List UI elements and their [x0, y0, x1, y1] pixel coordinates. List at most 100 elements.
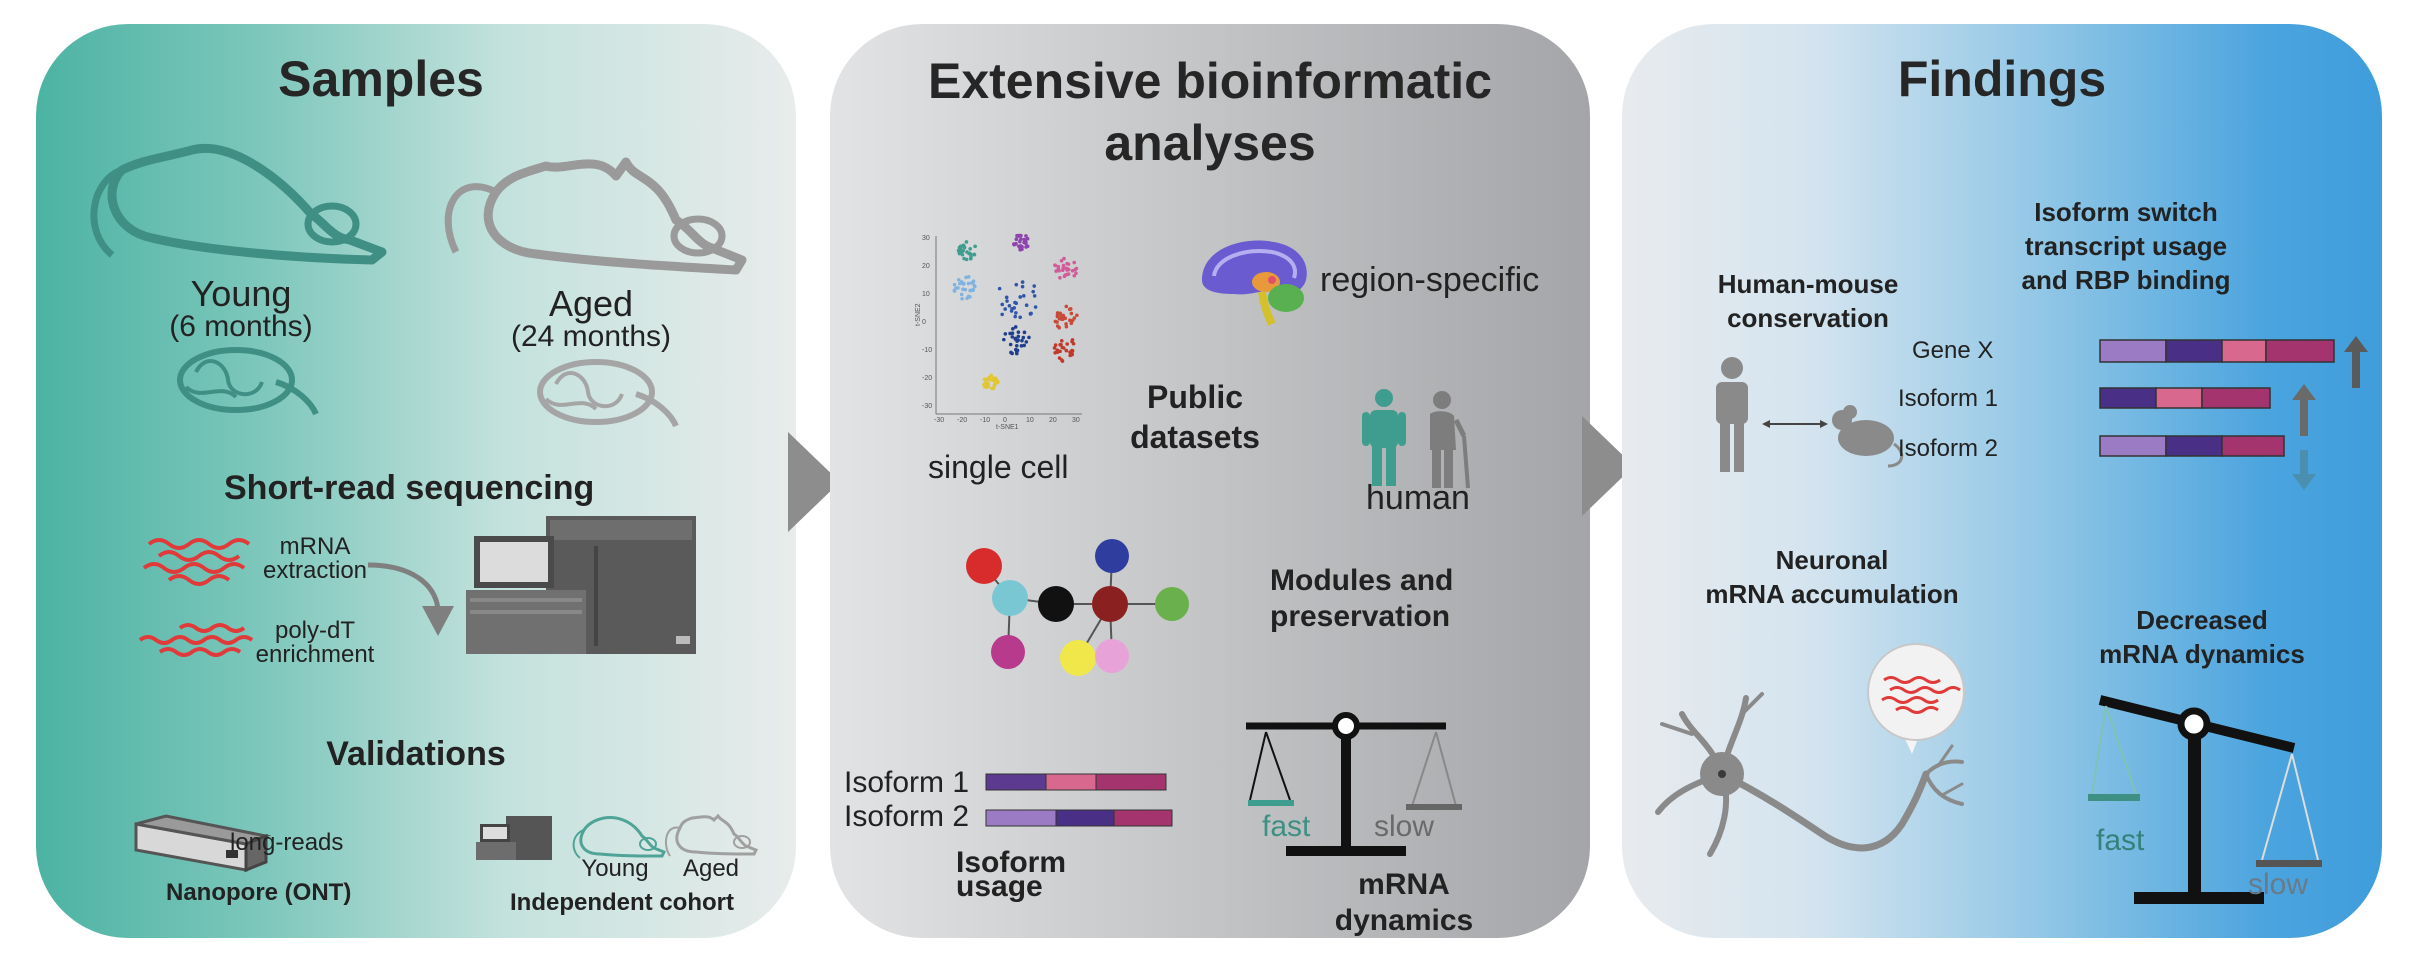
tsne-dot [1027, 335, 1031, 340]
tsne-dot [1070, 352, 1074, 357]
findings-isoform1-label: Isoform 1 [1898, 385, 1999, 412]
tsne-dot [971, 287, 976, 292]
network-icon [966, 539, 1189, 676]
curved-arrow-icon [367, 562, 454, 636]
small-sequencer-icon [476, 816, 552, 860]
tsne-dot [1008, 342, 1013, 347]
analyses-title-line2: analyses [1104, 115, 1316, 171]
tsne-dot [1064, 348, 1069, 353]
tsne-dot [1057, 356, 1062, 360]
tsne-dot [1054, 269, 1058, 273]
tsne-dot [1065, 261, 1069, 266]
balance-scale-icon [1246, 712, 1462, 856]
tsne-dot [1020, 338, 1024, 343]
aged-age-label: (24 months) [510, 320, 672, 353]
tsne-dot [996, 380, 1000, 384]
extraction-label: extraction [262, 557, 368, 584]
modules-line2: preservation [1270, 600, 1451, 633]
tsne-xtick: -30 [934, 417, 944, 424]
tsne-dot [1005, 299, 1009, 303]
person-icon [1716, 357, 1748, 472]
tsne-xtick: -10 [980, 417, 990, 424]
tsne-dot [1064, 324, 1069, 329]
mrna-label: mRNA [279, 533, 351, 560]
tsne-dot [1003, 307, 1007, 311]
tsne-dot [1017, 244, 1021, 249]
tsne-dot [1060, 268, 1065, 273]
analyses-isoform1-label: Isoform 1 [844, 766, 970, 799]
modules-line1: Modules and [1270, 564, 1454, 597]
tsne-dot [1022, 330, 1027, 335]
tsne-ytick: 10 [922, 291, 930, 298]
double-arrow-icon [1762, 420, 1828, 428]
tsne-ytick: -20 [922, 375, 932, 382]
tsne-dot [1032, 294, 1037, 298]
tsne-dot [956, 277, 961, 282]
tsne-dot [1020, 280, 1025, 284]
tsne-dot [1074, 271, 1078, 276]
tsne-dot [1061, 313, 1066, 318]
region-specific-label: region-specific [1320, 261, 1540, 299]
neuron-icon [1655, 643, 1965, 857]
up-arrow-icon-2 [2292, 384, 2316, 436]
tsne-dot [965, 296, 969, 301]
tsne-dot [956, 286, 960, 290]
tsne-ytick: 20 [922, 263, 930, 270]
conservation-line2: conservation [1727, 303, 1889, 333]
tsne-dot [962, 281, 966, 286]
neuronal-line2: mRNA accumulation [1705, 579, 1959, 609]
tsne-ytick: 0 [922, 319, 926, 326]
switch-line2: transcript usage [2024, 231, 2228, 261]
tsne-dot [1057, 316, 1062, 321]
tsne-xtick: 20 [1049, 417, 1057, 424]
tsne-dot [1073, 267, 1077, 272]
tsne-dot [1066, 272, 1071, 276]
tsne-dot [1065, 342, 1069, 346]
analyses-isoform2-label: Isoform 2 [844, 800, 970, 833]
tsne-dot [1058, 349, 1062, 354]
tsne-dot [1053, 350, 1057, 355]
tsne-dot [1064, 304, 1069, 309]
tsne-xtick: 0 [1003, 417, 1007, 424]
tsne-dot [1020, 247, 1024, 252]
tsne-dot [964, 275, 968, 280]
tsne-dot [1060, 345, 1065, 350]
tsne-dot [958, 281, 962, 286]
tsne-dot [1020, 284, 1025, 289]
tsne-ytick: -30 [922, 403, 932, 410]
findings-slow-label: slow [2248, 868, 2309, 901]
switch-line3: and RBP binding [2021, 265, 2231, 295]
tsne-dot [952, 282, 957, 287]
tsne-dot [1012, 242, 1016, 246]
tsne-dot [1012, 306, 1017, 310]
tsne-dot [984, 385, 989, 390]
tilted-balance-scale-icon [2088, 695, 2322, 904]
tsne-dot [1013, 336, 1018, 341]
enrichment-label: enrichment [255, 641, 375, 668]
gene-x-label: Gene X [1912, 337, 1994, 364]
tsne-dot [1060, 316, 1065, 320]
tsne-dot [1072, 316, 1077, 320]
young-age-label: (6 months) [169, 310, 313, 343]
person-young-icon [1362, 389, 1406, 486]
analyses-isoform-bars [985, 773, 1173, 827]
tsne-dot [1016, 338, 1020, 342]
tsne-dot [1003, 332, 1008, 336]
tsne-dot [961, 249, 965, 253]
tsne-dot [1058, 276, 1062, 280]
tsne-dot [1067, 307, 1072, 312]
tsne-dot [1015, 233, 1019, 238]
tsne-dot [1056, 264, 1061, 269]
tsne-dot [964, 257, 969, 262]
tsne-ytick: 30 [922, 235, 930, 242]
tsne-dot [1072, 260, 1077, 265]
polydt-label: poly-dT [274, 617, 356, 644]
aged-label: Aged [548, 283, 634, 324]
findings-isoform2-label: Isoform 2 [1898, 435, 1999, 462]
tsne-dot [1057, 325, 1062, 330]
decreased-line1: Decreased [2136, 605, 2268, 635]
validations-title: Validations [326, 735, 506, 773]
tsne-dot [968, 295, 972, 299]
